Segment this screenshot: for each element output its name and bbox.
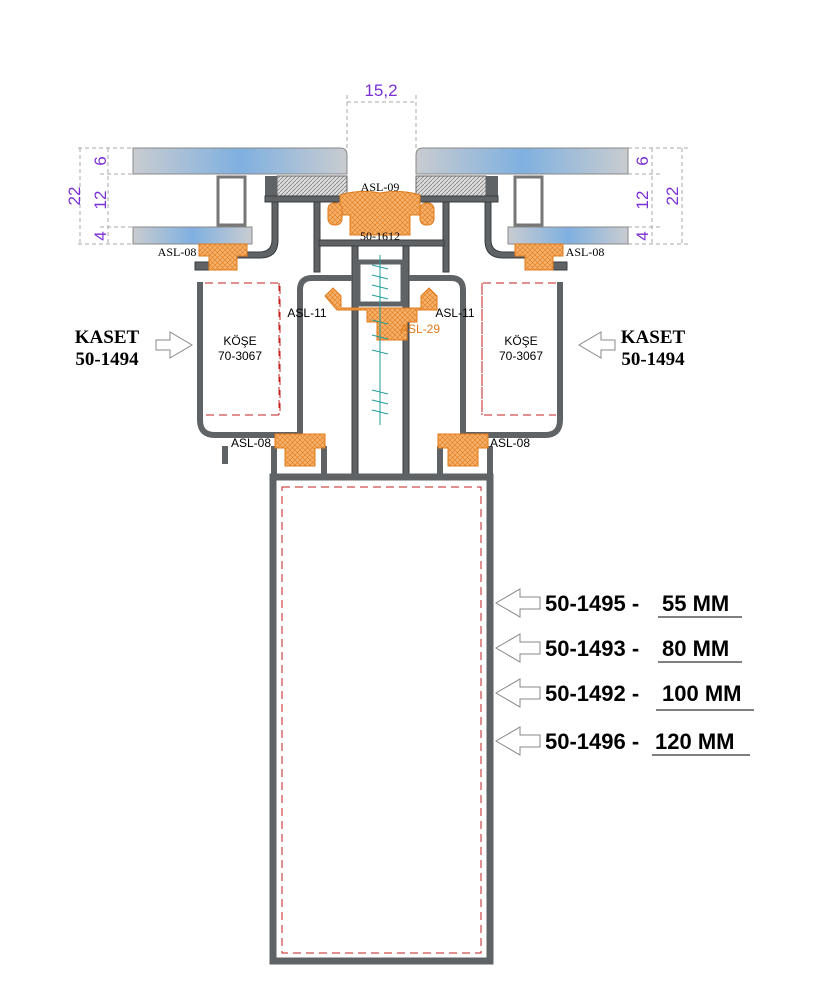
gap-dimension-label: 15,2 xyxy=(364,81,397,100)
option-code: 50-1492 - xyxy=(545,681,639,706)
mullion-option: 50-1495 - 55 MM xyxy=(495,588,742,618)
left-outer-dim: 6 xyxy=(91,156,110,165)
mullion-option: 50-1496 - 120 MM xyxy=(495,726,750,756)
right-glass-dimensions: 6 12 4 22 xyxy=(628,147,690,245)
kose-left-code: 70-3067 xyxy=(218,349,262,363)
mullion-cut-line xyxy=(281,486,482,954)
gasket-label-top: ASL-09 xyxy=(361,180,400,194)
glass-panes xyxy=(132,147,629,245)
arrow-left-icon xyxy=(495,726,541,756)
gasket-label-left-upper: ASL-08 xyxy=(158,245,197,259)
right-cavity-dim: 12 xyxy=(633,191,652,210)
gasket-label-center: ASL-29 xyxy=(400,322,440,336)
mullion-option: 50-1492 - 100 MM xyxy=(495,678,754,711)
gasket-label-right-mid: ASL-11 xyxy=(435,306,474,320)
right-total-dim: 22 xyxy=(663,187,682,206)
option-code: 50-1495 - xyxy=(545,591,639,616)
kose-right-code: 70-3067 xyxy=(499,349,543,363)
right-outer-dim: 6 xyxy=(633,156,652,165)
arrow-right-icon xyxy=(155,331,193,359)
right-inner-dim: 4 xyxy=(633,231,652,240)
gasket-label-right-lower: ASL-08 xyxy=(490,436,530,450)
left-glass-dimensions: 22 6 12 4 xyxy=(65,147,135,245)
right-kose-outline xyxy=(481,282,556,416)
left-total-dim: 22 xyxy=(65,187,84,206)
arrow-left-icon xyxy=(495,633,541,663)
gasket-label-right-upper: ASL-08 xyxy=(566,245,605,259)
kaset-right-code: 50-1494 xyxy=(621,349,685,370)
mullion-option-list: 50-1495 - 55 MM 50-1493 - 80 MM 50-1492 … xyxy=(495,588,754,756)
left-inner-dim: 4 xyxy=(91,231,110,240)
arrow-left-icon xyxy=(495,588,541,618)
mullion-option: 50-1493 - 80 MM xyxy=(495,633,742,663)
aluminium-profiles xyxy=(194,195,568,965)
option-size: 55 MM xyxy=(662,591,729,616)
arrow-left-icon xyxy=(578,331,616,359)
screw-icon xyxy=(371,255,389,425)
option-code: 50-1493 - xyxy=(545,636,639,661)
gasket-label-left-lower: ASL-08 xyxy=(231,436,271,450)
option-size: 100 MM xyxy=(662,681,741,706)
arrow-left-icon xyxy=(495,678,541,708)
option-code: 50-1496 - xyxy=(545,729,639,754)
kose-right-title: KÖŞE xyxy=(504,334,537,348)
kaset-left-code: 50-1494 xyxy=(75,349,139,370)
left-cavity-dim: 12 xyxy=(91,191,110,210)
kaset-right-title: KASET xyxy=(621,327,686,348)
left-kose-outline xyxy=(205,282,281,416)
kaset-left-title: KASET xyxy=(75,327,140,348)
kose-left-title: KÖŞE xyxy=(223,334,256,348)
option-size: 80 MM xyxy=(662,636,729,661)
gaskets xyxy=(198,190,564,467)
option-size: 120 MM xyxy=(655,729,734,754)
gasket-label-left-mid: ASL-11 xyxy=(287,306,326,320)
gap-dimension: 15,2 xyxy=(346,81,417,150)
center-profile-label: 50-1612 xyxy=(360,229,400,243)
